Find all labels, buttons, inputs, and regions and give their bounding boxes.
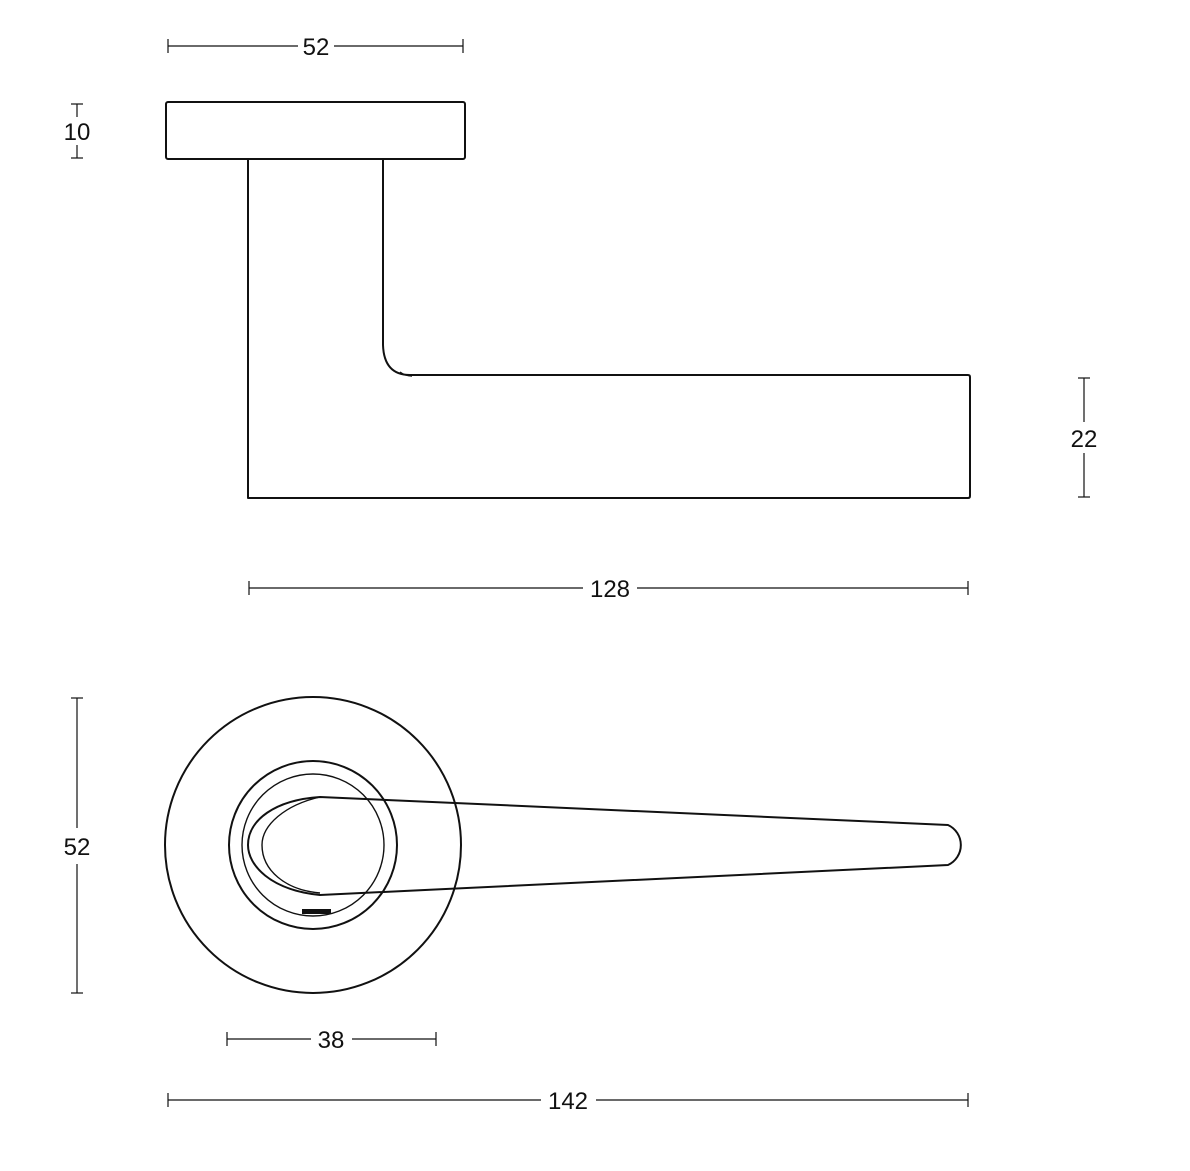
dim-total-length: 142 xyxy=(167,1088,969,1115)
dim-label-lever-length: 128 xyxy=(590,576,630,603)
dim-label-rose-diameter: 52 xyxy=(64,834,91,861)
front-key-slot xyxy=(302,909,331,914)
dim-lever-height: 22 xyxy=(1071,377,1098,498)
side-lever-body xyxy=(247,158,971,499)
front-rose-ring-inner xyxy=(241,773,385,917)
dim-label-rose-thickness: 10 xyxy=(64,119,91,146)
front-view xyxy=(164,696,962,994)
front-rose-outer xyxy=(164,696,462,994)
dim-rose-thickness: 10 xyxy=(64,103,91,159)
dim-rose-width-side: 52 xyxy=(167,34,464,61)
side-view xyxy=(165,101,971,499)
dim-label-rose-width-side: 52 xyxy=(303,34,330,61)
dim-label-inner-ring-width: 38 xyxy=(318,1027,345,1054)
dim-label-lever-height: 22 xyxy=(1071,426,1098,453)
dim-inner-ring-width: 38 xyxy=(226,1027,437,1054)
front-rose-ring xyxy=(228,760,398,930)
dim-rose-diameter: 52 xyxy=(64,697,91,994)
side-rose-plate xyxy=(165,101,466,160)
side-lever-bend-detail xyxy=(399,371,413,377)
front-lever-hub-curve xyxy=(261,796,321,894)
front-lever xyxy=(247,796,962,896)
dim-lever-length: 128 xyxy=(248,576,969,603)
dim-label-total-length: 142 xyxy=(548,1088,588,1115)
